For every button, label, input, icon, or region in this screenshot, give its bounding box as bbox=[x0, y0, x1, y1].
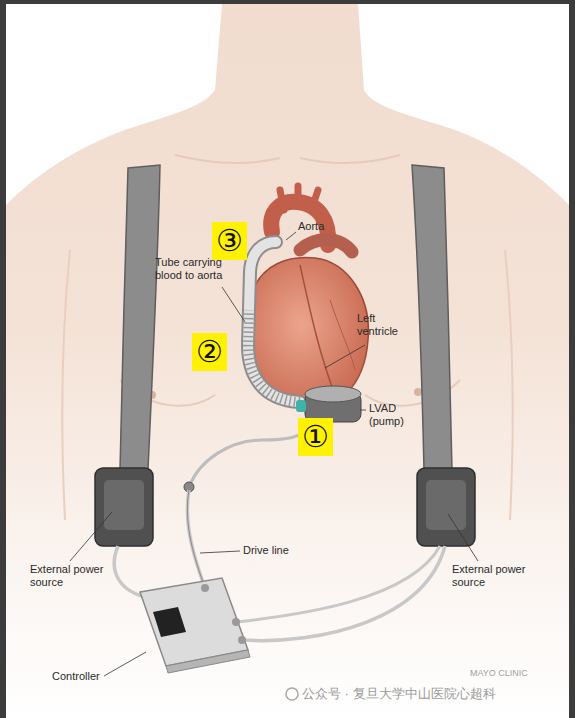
leader-line bbox=[286, 232, 296, 240]
coronary-vessel bbox=[300, 265, 335, 395]
part-label: Controller bbox=[52, 670, 100, 683]
leader-lines bbox=[70, 232, 478, 676]
torso bbox=[6, 4, 569, 718]
harness-strap bbox=[120, 165, 160, 470]
leader-line bbox=[200, 551, 240, 553]
callout-number: ② bbox=[196, 337, 223, 367]
harness-strap bbox=[412, 165, 452, 470]
controller-side bbox=[166, 650, 250, 673]
controller-screen bbox=[153, 607, 186, 637]
leader-line bbox=[448, 514, 478, 561]
outflow-tube bbox=[248, 242, 300, 402]
part-label: External power source bbox=[30, 563, 114, 589]
part-label: Drive line bbox=[243, 544, 289, 557]
callout-box: ① bbox=[298, 418, 333, 456]
part-label: Tube carrying blood to aorta bbox=[155, 256, 239, 282]
callout-box: ③ bbox=[212, 222, 247, 260]
watermark-icon bbox=[286, 688, 298, 700]
power-cable bbox=[236, 546, 440, 622]
clavicle bbox=[300, 155, 400, 163]
callout-number: ① bbox=[302, 422, 329, 452]
callout-number: ③ bbox=[216, 226, 243, 256]
heart bbox=[246, 257, 368, 406]
leader-line bbox=[70, 512, 112, 561]
leader-line bbox=[360, 410, 366, 411]
controller-port bbox=[232, 618, 240, 626]
aortic-branches bbox=[280, 186, 318, 210]
arm-contour bbox=[505, 250, 513, 520]
controller-port bbox=[238, 636, 246, 644]
drive-line bbox=[187, 490, 205, 588]
callout-box: ② bbox=[192, 333, 227, 371]
part-label: Left ventricle bbox=[357, 312, 409, 338]
controller-port bbox=[201, 584, 209, 592]
battery-holster bbox=[417, 468, 475, 546]
outflow-tube bbox=[248, 242, 300, 402]
watermark: MAYO CLINIC bbox=[470, 668, 528, 679]
watermark: 公众号 · 复旦大学中山医院心超科 bbox=[302, 686, 496, 702]
part-label: LVAD (pump) bbox=[369, 402, 413, 428]
part-label: Aorta bbox=[298, 220, 324, 233]
clavicle bbox=[175, 155, 280, 163]
lvad-pump bbox=[305, 386, 361, 402]
battery-holster bbox=[95, 468, 153, 546]
coronary-vessel bbox=[330, 300, 355, 370]
background bbox=[6, 4, 569, 718]
leader-line bbox=[222, 287, 245, 322]
pulmonary-artery bbox=[300, 240, 352, 252]
drive-line bbox=[187, 490, 205, 588]
battery bbox=[104, 480, 144, 530]
part-label: External power source bbox=[452, 563, 536, 589]
power-cable bbox=[242, 546, 445, 641]
leader-line bbox=[325, 345, 365, 368]
battery bbox=[426, 480, 466, 530]
nipple bbox=[414, 388, 422, 396]
power-cable bbox=[114, 546, 150, 598]
pump-connector bbox=[296, 400, 306, 412]
arm-contour bbox=[62, 250, 70, 520]
leader-line bbox=[104, 652, 146, 676]
outflow-tube-ribs bbox=[248, 310, 300, 402]
